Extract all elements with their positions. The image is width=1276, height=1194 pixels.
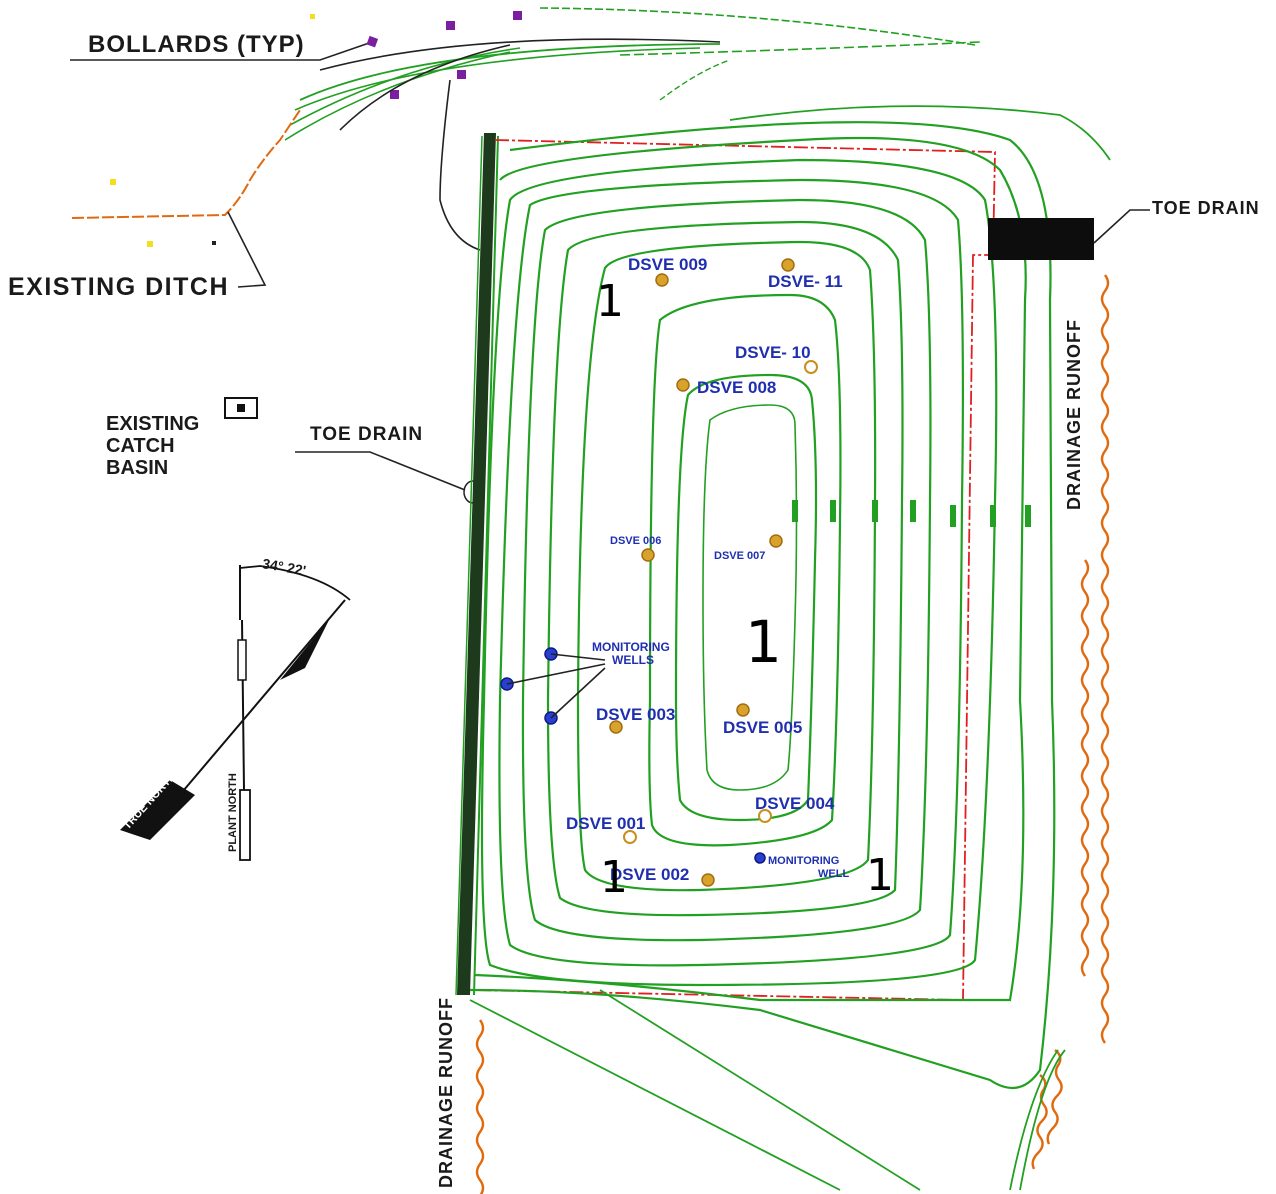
drainage-runoff-bottom-label: DRAINAGE RUNOFF: [436, 997, 456, 1188]
monitoring-well-label-line2: WELL: [818, 868, 849, 880]
dsve-004-label: DSVE 004: [755, 794, 835, 813]
dsve-10-label: DSVE- 10: [735, 343, 811, 362]
drainage-runoff-bottom: DRAINAGE RUNOFF: [436, 989, 921, 1194]
north-arrowhead: [280, 618, 330, 680]
bollard-marker: [390, 90, 399, 99]
dsve-well-marker: [609, 720, 623, 734]
catch-basin-label-line1: EXISTING: [106, 413, 199, 435]
dsve-well-marker: [676, 378, 690, 392]
dsve-008-label: DSVE 008: [697, 378, 776, 397]
dsve-well-marker: [701, 873, 715, 887]
existing-ditch-callout: EXISTING DITCH: [8, 211, 267, 301]
dsve-009-label: DSVE 009: [628, 255, 707, 274]
road-curb-lines: [284, 7, 1111, 251]
toe-drain-right-callout: TOE DRAIN: [988, 198, 1260, 260]
plant-north-label: PLANT NORTH: [227, 773, 239, 852]
property-boundary: [469, 139, 996, 1001]
marker-1: 1: [866, 850, 894, 901]
dsve-wells: DSVE 009 DSVE- 11 DSVE- 10 DSVE 008 DSVE…: [566, 255, 843, 887]
bollard-marker: [513, 11, 522, 20]
bollard-marker: [457, 70, 466, 79]
marker-1: 1: [745, 608, 782, 676]
bollards-callout: BOLLARDS (TYP): [70, 31, 373, 61]
monitoring-well-label-line1: MONITORING: [768, 855, 839, 867]
existing-ditch-label: EXISTING DITCH: [8, 273, 229, 301]
marker-1: 1: [596, 276, 624, 327]
dsve-well-marker: [736, 703, 750, 717]
dsve-002-label: DSVE 002: [610, 865, 689, 884]
dsve-well-marker: [781, 258, 795, 272]
toe-drain-right-label: TOE DRAIN: [1152, 198, 1260, 218]
monitoring-well-callout: MONITORING WELL: [754, 852, 849, 880]
catch-basin-callout: EXISTING CATCH BASIN: [106, 397, 258, 479]
dsve-well-marker: [804, 360, 818, 374]
dsve-well-marker: [758, 809, 772, 823]
bollards-leader: [70, 41, 373, 61]
dsve-well-marker: [623, 830, 637, 844]
contour-elevation-ticks: [792, 500, 1031, 527]
dsve-007-label: DSVE 007: [714, 550, 765, 562]
monitoring-well-marker: [754, 852, 766, 864]
dsve-well-marker: [655, 273, 669, 287]
existing-ditch: [71, 109, 301, 247]
toe-drain-left-leader: [295, 451, 466, 491]
bollard-marker: [310, 14, 315, 19]
toe-drain-left-label: TOE DRAIN: [310, 424, 423, 445]
toe-drain-right-structure: [988, 218, 1094, 260]
toe-drain-left-callout: TOE DRAIN: [295, 424, 483, 504]
bollard-marker: [366, 35, 379, 48]
monitoring-wells-label-line2: WELLS: [612, 653, 654, 667]
dsve-003-label: DSVE 003: [596, 705, 675, 724]
monitoring-wells-callout: MONITORING WELLS: [500, 640, 670, 725]
dsve-11-label: DSVE- 11: [768, 272, 843, 291]
bollard-marker: [446, 21, 455, 30]
drainage-runoff-right-label: DRAINAGE RUNOFF: [1064, 319, 1084, 510]
dsve-well-marker: [641, 548, 655, 562]
toe-drain-right-leader: [1093, 209, 1150, 244]
dsve-001-label: DSVE 001: [566, 814, 645, 833]
marker-1: 1: [600, 852, 628, 903]
dsve-006-label: DSVE 006: [610, 535, 661, 547]
monitoring-wells-label-line1: MONITORING: [592, 640, 670, 654]
contour-lines: [469, 121, 1056, 1090]
reference-markers: 1 1 1 1: [596, 276, 894, 903]
dsve-well-marker: [769, 534, 783, 548]
west-embankment: [455, 133, 499, 996]
catch-basin-label-line2: CATCH: [106, 435, 175, 457]
existing-ditch-leader: [227, 211, 267, 288]
angle-label: 34° 22': [261, 555, 307, 578]
dsve-005-label: DSVE 005: [723, 718, 802, 737]
catch-basin-label-line3: BASIN: [106, 457, 168, 479]
drainage-runoff-right: DRAINAGE RUNOFF: [1009, 274, 1110, 1191]
bollards: [310, 11, 522, 99]
north-arrow: 34° 22' PLANT NORTH TRUE NORTH: [120, 555, 351, 861]
bollards-label: BOLLARDS (TYP): [88, 31, 305, 58]
catch-basin-symbol: [224, 397, 258, 419]
